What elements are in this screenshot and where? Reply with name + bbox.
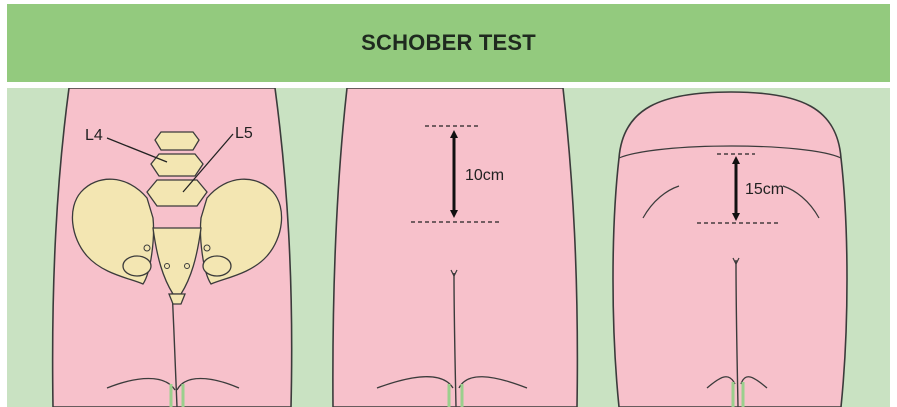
l4-label: L4 [85,127,103,144]
vertebra-l4 [151,154,203,176]
measurement-15cm: 15cm [745,181,784,198]
title-banner: SCHOBER TEST [7,4,890,82]
ischium-left [123,256,151,276]
illustration-area: L4 L5 10cm [7,88,890,407]
vertebra-l3 [155,132,199,150]
panel-pelvis: L4 L5 [53,88,292,407]
panel-standing: 10cm [333,88,578,407]
illustration-canvas: L4 L5 10cm [7,88,890,407]
back-silhouette-3 [613,92,847,407]
vertebra-l5 [147,180,207,206]
panel-flexed: 15cm [613,92,847,407]
l5-label: L5 [235,125,253,142]
figure-title: SCHOBER TEST [361,30,536,56]
ischium-right [203,256,231,276]
measurement-10cm: 10cm [465,167,504,184]
